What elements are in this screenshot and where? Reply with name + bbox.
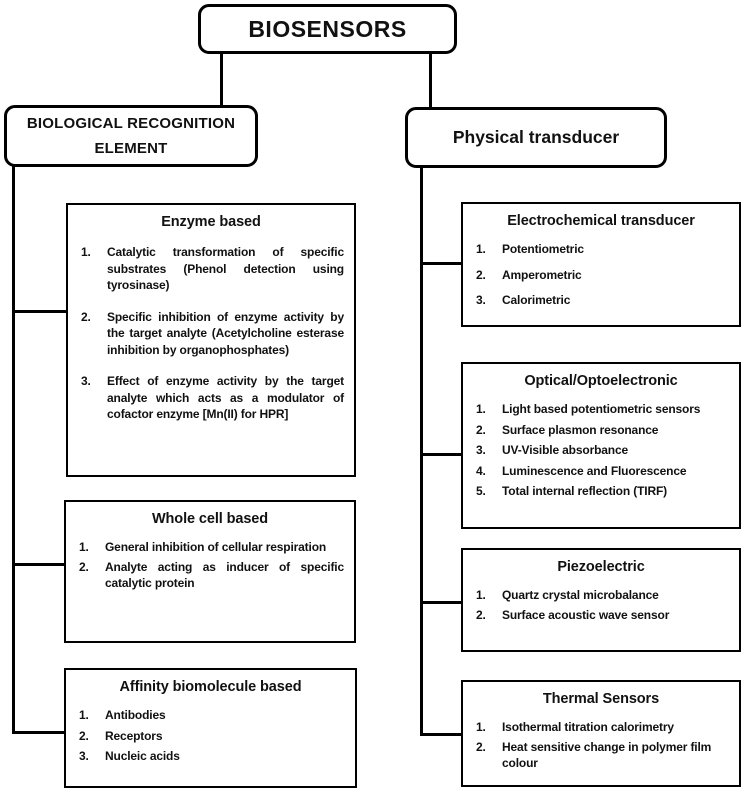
- item-number: 1.: [476, 242, 486, 256]
- whole-cell-based-title: Whole cell based: [151, 511, 269, 527]
- item-text: Potentiometric: [502, 242, 584, 256]
- enzyme-based-title: Enzyme based: [161, 214, 261, 230]
- connector-left-branch-enzyme: [12, 310, 67, 313]
- list-item: 2. Heat sensitive change in polymer film…: [476, 739, 729, 772]
- item-text: Surface acoustic wave sensor: [502, 607, 670, 622]
- node-biosensors-label: BIOSENSORS: [248, 15, 407, 42]
- piezoelectric-list: 1. Quartz crystal microbalance 2. Surfac…: [463, 575, 739, 623]
- item-text: Light based potentiometric sensors: [502, 402, 701, 416]
- item-number: 1.: [79, 708, 89, 722]
- list-item: 1. Quartz crystal microbalance: [476, 587, 729, 604]
- node-thermal-sensors: Thermal Sensors 1. Isothermal titration …: [461, 680, 741, 787]
- piezoelectric-title: Piezoelectric: [557, 559, 645, 575]
- electrochemical-title: Electrochemical transducer: [507, 213, 695, 229]
- item-number: 1.: [476, 588, 486, 602]
- item-number: 2.: [79, 728, 89, 743]
- item-number: 1.: [476, 402, 486, 416]
- node-optical-optoelectronic: Optical/Optoelectronic 1. Light based po…: [461, 362, 741, 529]
- node-whole-cell-based: Whole cell based 1. General inhibition o…: [64, 500, 356, 643]
- item-text: Catalytic transformation of specific sub…: [107, 245, 344, 293]
- affinity-biomolecule-title: Affinity biomolecule based: [119, 679, 302, 695]
- list-item: 2. Surface plasmon resonance: [476, 422, 729, 439]
- item-number: 2.: [476, 267, 486, 282]
- item-text: Antibodies: [105, 708, 166, 722]
- optical-title: Optical/Optoelectronic: [524, 373, 678, 389]
- list-item: 3. Calorimetric: [476, 292, 729, 309]
- connector-root-to-right-header: [429, 52, 432, 108]
- list-item: 3. Nucleic acids: [79, 748, 345, 765]
- list-item: 2. Specific inhibition of enzyme activit…: [81, 309, 344, 359]
- node-affinity-biomolecule-based: Affinity biomolecule based 1. Antibodies…: [64, 668, 357, 788]
- list-item: 1. Light based potentiometric sensors: [476, 401, 729, 418]
- item-text: Nucleic acids: [105, 749, 180, 764]
- node-biosensors: BIOSENSORS: [198, 4, 457, 54]
- item-number: 1.: [81, 245, 91, 259]
- thermal-sensors-title: Thermal Sensors: [542, 691, 660, 707]
- item-text: Surface plasmon resonance: [502, 422, 659, 437]
- electrochemical-list: 1. Potentiometric 2. Amperometric 3. Cal…: [463, 229, 739, 309]
- item-text: Quartz crystal microbalance: [502, 588, 659, 602]
- item-number: 5.: [476, 484, 486, 499]
- item-number: 2.: [81, 309, 91, 324]
- item-text: Luminescence and Fluorescence: [502, 463, 687, 478]
- list-item: 1. General inhibition of cellular respir…: [79, 539, 344, 556]
- list-item: 2. Analyte acting as inducer of specific…: [79, 559, 344, 592]
- item-number: 2.: [476, 739, 486, 754]
- item-number: 3.: [81, 374, 91, 389]
- list-item: 2. Receptors: [79, 728, 345, 745]
- item-number: 1.: [476, 720, 486, 734]
- item-text: Specific inhibition of enzyme activity b…: [107, 309, 344, 357]
- item-number: 3.: [79, 749, 89, 764]
- affinity-biomolecule-list: 1. Antibodies 2. Receptors 3. Nucleic ac…: [66, 695, 355, 765]
- item-text: Calorimetric: [502, 293, 571, 308]
- item-number: 1.: [79, 540, 89, 554]
- list-item: 1. Potentiometric: [476, 241, 729, 258]
- item-number: 2.: [79, 559, 89, 574]
- node-biological-recognition-element: BIOLOGICAL RECOGNITION ELEMENT: [4, 105, 258, 167]
- item-text: Effect of enzyme activity by the target …: [107, 374, 344, 422]
- enzyme-based-list: 1. Catalytic transformation of specific …: [68, 230, 354, 423]
- item-number: 4.: [476, 463, 486, 478]
- connector-root-to-left-header: [220, 52, 223, 106]
- connector-left-branch-wholecell: [12, 563, 65, 566]
- item-text: Amperometric: [502, 267, 582, 282]
- whole-cell-based-list: 1. General inhibition of cellular respir…: [66, 527, 354, 592]
- node-electrochemical-transducer: Electrochemical transducer 1. Potentiome…: [461, 202, 741, 327]
- connector-right-branch-electrochemical: [420, 262, 462, 265]
- item-text: Heat sensitive change in polymer film co…: [502, 739, 712, 771]
- item-number: 3.: [476, 443, 486, 458]
- node-physical-transducer: Physical transducer: [405, 107, 667, 168]
- list-item: 4. Luminescence and Fluorescence: [476, 463, 729, 480]
- list-item: 3. Effect of enzyme activity by the targ…: [81, 373, 344, 423]
- item-number: 2.: [476, 422, 486, 437]
- connector-right-branch-optical: [420, 453, 462, 456]
- list-item: 2. Amperometric: [476, 267, 729, 284]
- node-piezoelectric: Piezoelectric 1. Quartz crystal microbal…: [461, 548, 741, 652]
- item-text: Receptors: [105, 728, 163, 743]
- list-item: 1. Catalytic transformation of specific …: [81, 244, 344, 294]
- list-item: 2. Surface acoustic wave sensor: [476, 607, 729, 624]
- item-number: 3.: [476, 293, 486, 308]
- connector-right-trunk: [420, 167, 423, 736]
- list-item: 3. UV-Visible absorbance: [476, 442, 729, 459]
- connector-right-branch-thermal: [420, 733, 462, 736]
- thermal-sensors-list: 1. Isothermal titration calorimetry 2. H…: [463, 707, 739, 772]
- item-number: 2.: [476, 607, 486, 622]
- list-item: 5. Total internal reflection (TIRF): [476, 483, 729, 500]
- connector-left-trunk: [12, 166, 15, 734]
- connector-left-branch-affinity: [12, 731, 65, 734]
- item-text: Total internal reflection (TIRF): [502, 484, 667, 499]
- item-text: Isothermal titration calorimetry: [502, 720, 674, 734]
- left-header-label: BIOLOGICAL RECOGNITION ELEMENT: [26, 114, 236, 158]
- item-text: General inhibition of cellular respirati…: [105, 540, 327, 554]
- list-item: 1. Isothermal titration calorimetry: [476, 719, 729, 736]
- right-header-label: Physical transducer: [452, 127, 620, 147]
- connector-right-branch-piezoelectric: [420, 601, 462, 604]
- list-item: 1. Antibodies: [79, 707, 345, 724]
- node-enzyme-based: Enzyme based 1. Catalytic transformation…: [66, 203, 356, 477]
- item-text: Analyte acting as inducer of specific ca…: [105, 559, 344, 591]
- optical-list: 1. Light based potentiometric sensors 2.…: [463, 389, 739, 500]
- item-text: UV-Visible absorbance: [502, 443, 629, 458]
